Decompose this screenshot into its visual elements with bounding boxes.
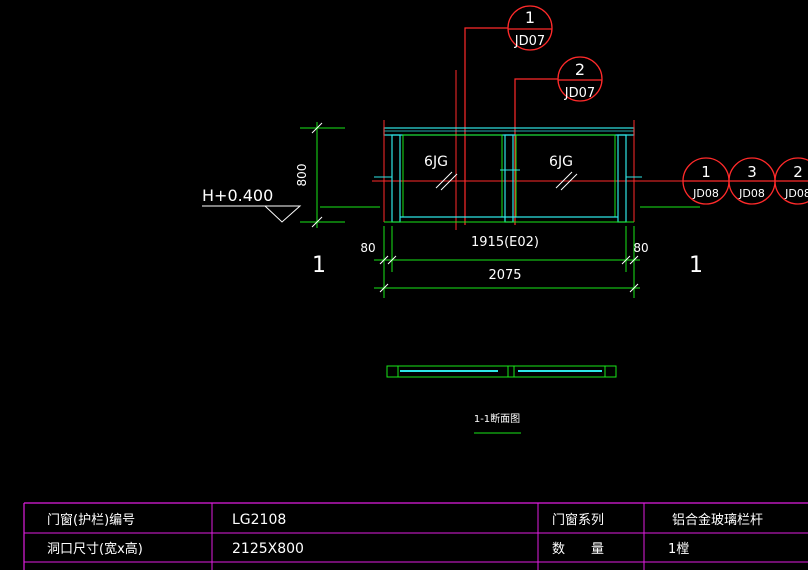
callout-right-2-ref: JD08 xyxy=(784,187,808,200)
schedule-row2-value: 2125X800 xyxy=(232,541,304,557)
elevation-marker xyxy=(202,205,302,223)
callout-top-1-number: 1 xyxy=(525,8,535,27)
callout-right-1-ref: JD08 xyxy=(692,187,719,200)
schedule-row2-value2: 1樘 xyxy=(668,542,689,557)
schedule-row1-value: LG2108 xyxy=(232,512,286,528)
callout-right-3[interactable]: 3 JD08 xyxy=(728,157,776,205)
dimension-inner: 1915(E02) xyxy=(471,235,539,250)
glass-label-right: 6JG xyxy=(549,154,573,170)
section-mark-left: 1 xyxy=(312,253,326,278)
callout-right-3-number: 3 xyxy=(747,163,757,181)
callout-top-1-ref: JD07 xyxy=(514,34,545,49)
railing-elevation[interactable] xyxy=(320,120,700,223)
callout-right-1-number: 1 xyxy=(701,163,711,181)
section-mark-right: 1 xyxy=(689,253,703,278)
schedule-row1-value2: 铝合金玻璃栏杆 xyxy=(672,512,763,528)
dimension-right: 80 xyxy=(633,241,648,255)
height-dimension xyxy=(300,122,345,228)
schedule-row2-label2: 数 量 xyxy=(552,542,604,557)
callout-top-2-number: 2 xyxy=(575,60,585,79)
schedule-table xyxy=(23,502,808,570)
height-dimension-value: 800 xyxy=(295,164,309,187)
width-dimensions xyxy=(374,226,640,298)
section-title: 1-1断面图 xyxy=(474,412,520,425)
callout-top-2[interactable]: 2 JD07 xyxy=(514,56,603,225)
dimension-total: 2075 xyxy=(488,268,521,283)
glass-label-left: 6JG xyxy=(424,154,448,170)
callout-top-2-ref: JD07 xyxy=(564,86,595,101)
dimension-left: 80 xyxy=(360,241,375,255)
callout-right-3-ref: JD08 xyxy=(738,187,765,200)
callout-right-2-number: 2 xyxy=(793,163,803,181)
callout-right-1[interactable]: 1 JD08 xyxy=(682,157,730,205)
schedule-row1-label2: 门窗系列 xyxy=(552,512,604,528)
callout-right-2[interactable]: 2 JD08 xyxy=(774,157,808,205)
schedule-row1-label: 门窗(护栏)编号 xyxy=(47,512,135,528)
schedule-row2-label: 洞口尺寸(宽x高) xyxy=(47,541,143,557)
callout-top-1[interactable]: 1 JD07 xyxy=(464,5,553,225)
section-plan-strip[interactable] xyxy=(386,365,617,378)
elevation-value: H+0.400 xyxy=(202,186,273,205)
